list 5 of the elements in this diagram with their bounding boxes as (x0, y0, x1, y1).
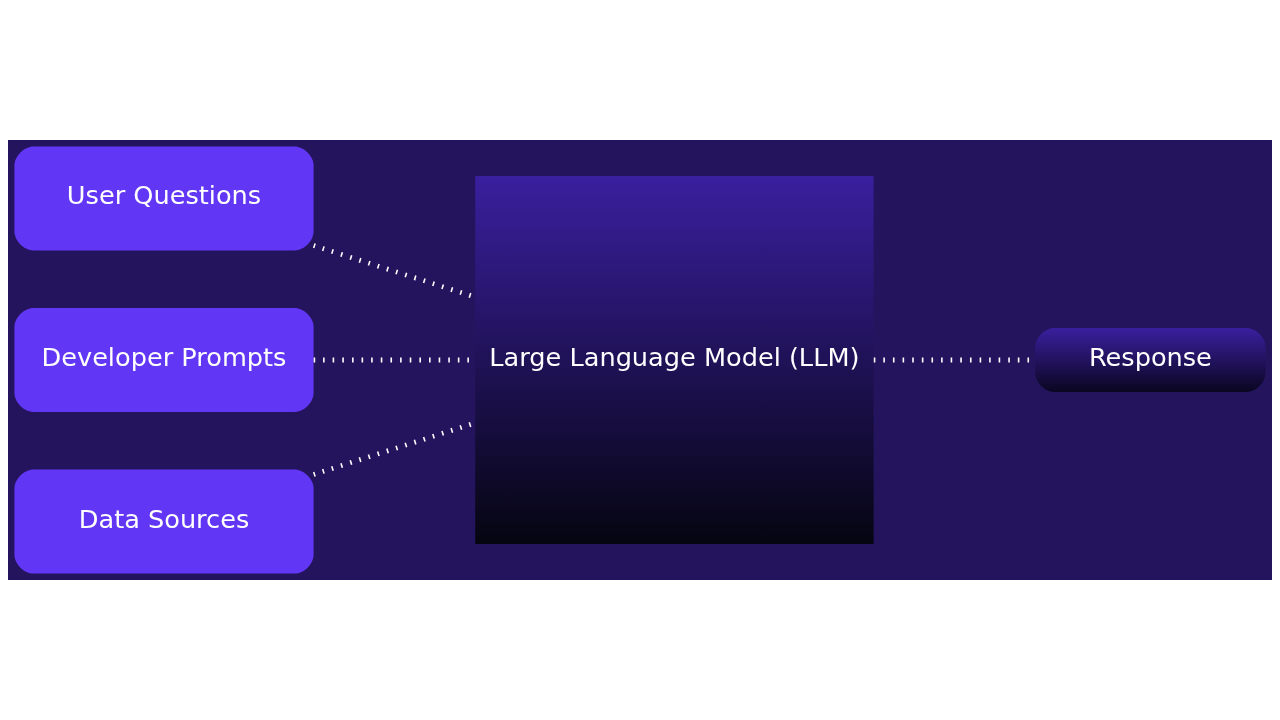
node-box: Developer Prompts (14, 308, 314, 412)
node-box: Response (1035, 328, 1266, 392)
node-box: Large Language Model (LLM) (475, 176, 874, 544)
node-box: Data Sources (14, 469, 314, 574)
node-box: User Questions (14, 146, 314, 251)
